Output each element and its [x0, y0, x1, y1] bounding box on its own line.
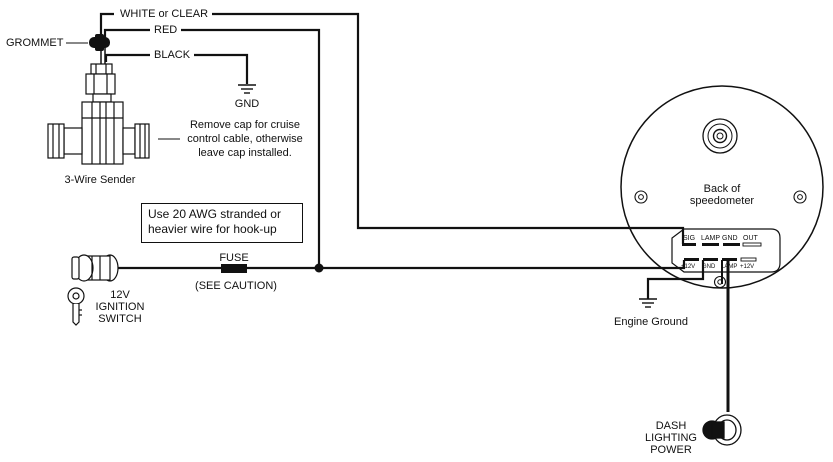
dash-power-label-line-2: LIGHTING: [645, 432, 697, 444]
dash-power-connector-icon: [702, 414, 742, 446]
black-wire: [104, 53, 249, 84]
ignition-label-line-1: 12V: [110, 289, 130, 301]
terminal-block: [671, 228, 781, 273]
red-wire-label: RED: [154, 24, 178, 36]
ignition-switch-icon: [67, 254, 119, 326]
terminal-top-lamp: LAMP: [701, 235, 720, 242]
awg-note-box: Use 20 AWG stranded or heavier wire for …: [141, 203, 303, 243]
white-wire: [99, 12, 685, 244]
terminal-bottom-gnd: GND: [702, 264, 716, 270]
mounting-stud-left: [634, 190, 648, 204]
cap-note-line-2: control cable, otherwise: [187, 133, 303, 145]
terminal-bottom-12v-b: +12V: [740, 264, 754, 270]
speedometer-label-line-1: Back of: [703, 183, 741, 195]
dash-power-label-line-3: POWER: [650, 444, 692, 456]
sender-icon: [47, 63, 150, 165]
grommet-label: GROMMET: [6, 37, 64, 49]
terminal-bottom-12v-a: +12V: [681, 264, 695, 270]
speedometer-label-line-2: speedometer: [689, 195, 755, 207]
ignition-label-line-2: IGNITION: [95, 301, 145, 313]
mounting-stud-bottom: [713, 275, 727, 289]
ground-symbol-icon: [238, 84, 256, 94]
wires: [99, 12, 730, 412]
awg-note-line-1: Use 20 AWG stranded or: [148, 207, 281, 221]
dash-power-label: DASH LIGHTING POWER: [636, 420, 706, 456]
caution-label: (SEE CAUTION): [195, 280, 277, 292]
black-wire-label: BLACK: [154, 49, 191, 61]
terminal-labels: SIG LAMP GND OUT +12V GND LAMP +12V: [681, 235, 759, 270]
mounting-stud-right: [793, 190, 807, 204]
cap-note-line-1: Remove cap for cruise: [189, 119, 301, 131]
junction-dot: [314, 263, 324, 273]
ignition-label: 12V IGNITION SWITCH: [90, 289, 150, 325]
terminal-bottom-lamp: LAMP: [721, 264, 737, 270]
cap-note: Remove cap for cruise control cable, oth…: [180, 119, 310, 159]
grommet-icon: [89, 34, 110, 51]
speedometer-label: Back of speedometer: [672, 183, 772, 207]
dash-power-label-line-1: DASH: [655, 420, 687, 432]
red-wire: [103, 28, 321, 268]
cap-note-line-3: leave cap installed.: [198, 147, 292, 159]
ignition-label-line-3: SWITCH: [98, 313, 142, 325]
white-wire-label: WHITE or CLEAR: [120, 8, 209, 20]
speedometer: [620, 85, 824, 289]
fuse-icon: [221, 264, 247, 273]
terminal-top-gnd: GND: [722, 235, 738, 242]
awg-note-line-2: heavier wire for hook-up: [148, 222, 277, 236]
terminal-top-sig: SIG: [683, 235, 695, 242]
gnd-label: GND: [234, 98, 260, 110]
power-line: [115, 260, 686, 270]
sender-label: 3-Wire Sender: [64, 174, 136, 186]
ground-wire: [646, 260, 705, 299]
engine-ground-label: Engine Ground: [614, 316, 688, 328]
terminal-top-out: OUT: [743, 235, 759, 242]
fuse-label: FUSE: [219, 252, 249, 264]
engine-ground-symbol-icon: [639, 298, 657, 308]
